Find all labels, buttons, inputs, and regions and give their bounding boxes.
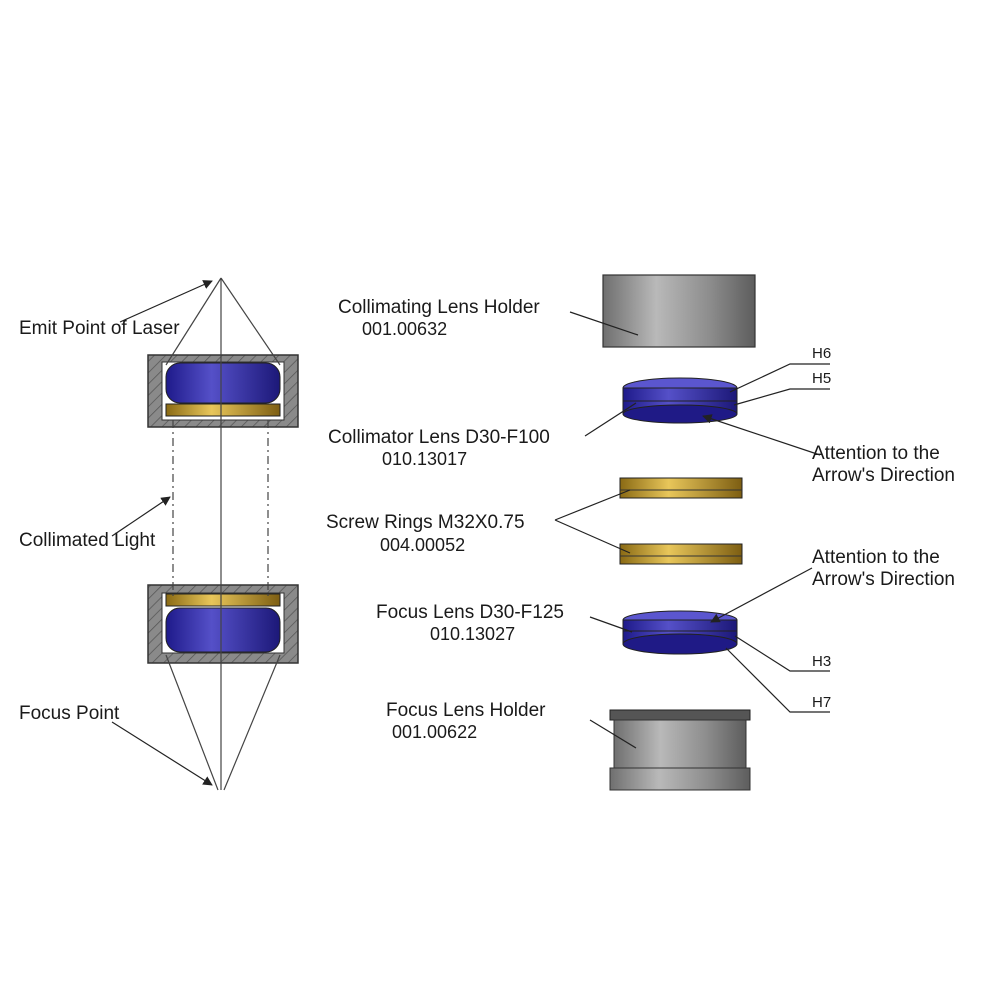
tag-h5: H5 (812, 370, 832, 387)
focus-lens-part (622, 610, 738, 655)
left-leaders (111, 280, 213, 786)
collimator-lens-code: 010.13017 (382, 449, 468, 469)
cross-section-assembly (111, 277, 299, 791)
focus-holder-code: 001.00622 (392, 722, 478, 742)
attention-upper-line1: Attention to the (812, 443, 940, 464)
screw-rings-code: 004.00052 (380, 535, 466, 555)
exploded-parts (554, 274, 830, 791)
attention-upper-line2: Arrow's Direction (812, 465, 955, 486)
tag-h6: H6 (812, 345, 832, 362)
focus-lens-name: Focus Lens D30-F125 (376, 602, 564, 623)
collimator-lens-name: Collimator Lens D30-F100 (328, 427, 550, 448)
laser-beam-lines (165, 277, 281, 791)
collimating-holder-code: 001.00632 (362, 319, 448, 339)
attention-lower-line1: Attention to the (812, 547, 940, 568)
tag-h7: H7 (812, 694, 832, 711)
focus-lens-code: 010.13027 (430, 624, 516, 644)
lower-holder-section (147, 584, 299, 664)
collimating-lens-holder-part (602, 274, 756, 348)
collimating-holder-name: Collimating Lens Holder (338, 297, 540, 318)
right-leaders (554, 311, 830, 749)
collimated-light-label: Collimated Light (19, 530, 156, 551)
collimator-lens-part (622, 377, 738, 424)
focus-point-label: Focus Point (19, 703, 120, 724)
upper-holder-section (147, 354, 299, 428)
screw-ring-lower-part (619, 543, 743, 565)
tag-h3: H3 (812, 653, 832, 670)
attention-lower-line2: Arrow's Direction (812, 569, 955, 590)
screw-ring-upper-part (619, 477, 743, 499)
focus-lens-holder-part (609, 709, 751, 791)
screw-rings-name: Screw Rings M32X0.75 (326, 512, 525, 533)
focus-holder-name: Focus Lens Holder (386, 700, 546, 721)
emit-point-label: Emit Point of Laser (19, 318, 180, 339)
